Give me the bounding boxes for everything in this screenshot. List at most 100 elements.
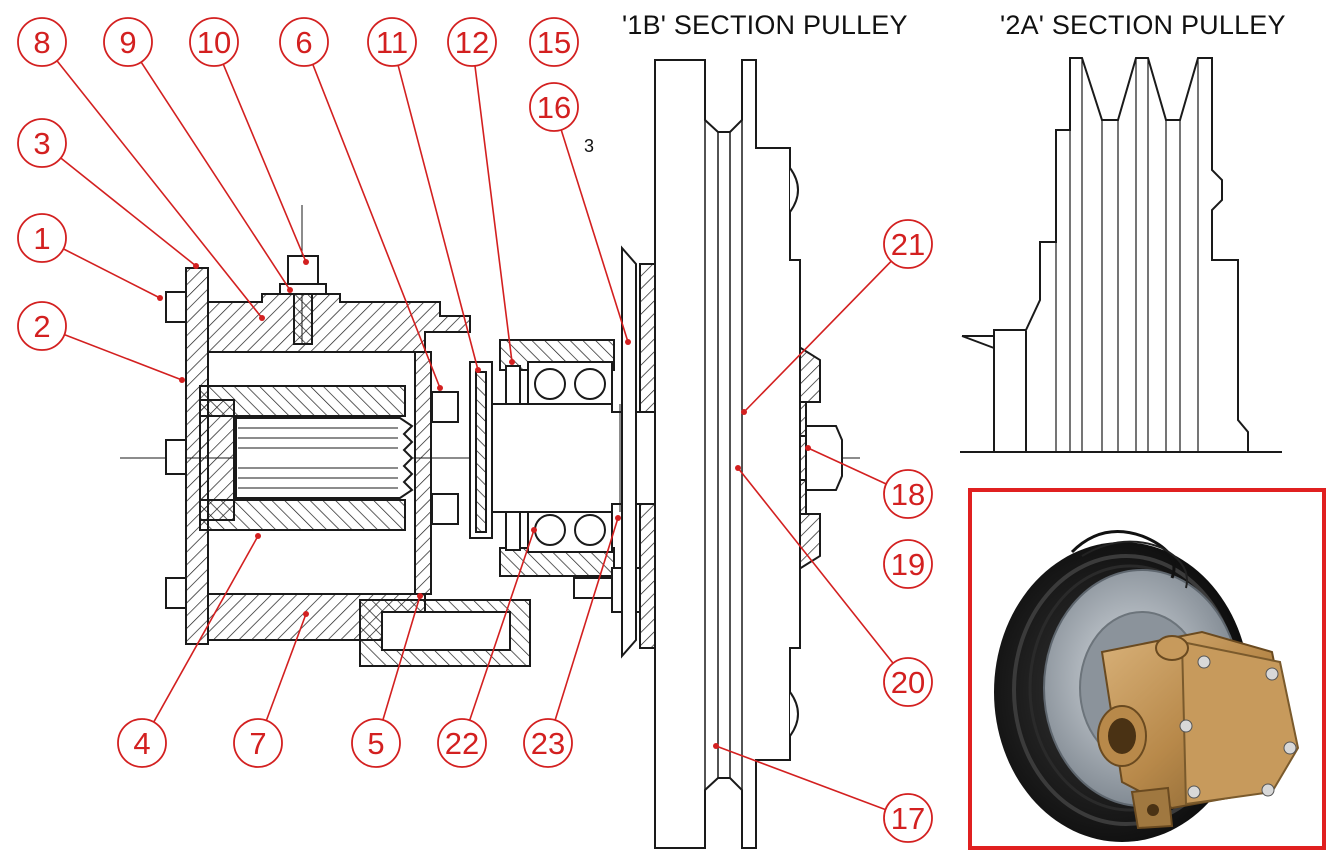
slinger-core — [475, 371, 487, 533]
callout-number-12: 12 — [455, 25, 489, 60]
callout-number-2: 2 — [33, 309, 50, 344]
callout-circle-6 — [279, 17, 329, 67]
callout-number-15: 15 — [537, 25, 571, 60]
callout-20: 20 — [883, 657, 933, 707]
callout-23: 23 — [523, 718, 573, 768]
leader-line-1 — [63, 248, 161, 299]
callout-number-11: 11 — [376, 25, 408, 60]
callout-circle-1 — [17, 213, 67, 263]
callout-number-20: 20 — [891, 665, 925, 700]
cam-screw-head — [287, 255, 319, 285]
leader-dot-4 — [255, 533, 261, 539]
product-photo-frame — [968, 488, 1326, 850]
callout-number-22: 22 — [445, 726, 479, 761]
callout-circle-18 — [883, 469, 933, 519]
leader-line-3 — [60, 157, 197, 267]
callout-circle-2 — [17, 301, 67, 351]
splined-shaft — [235, 417, 414, 499]
callout-16: 16 — [529, 82, 579, 132]
leader-line-10 — [222, 63, 307, 263]
callout-circle-15 — [529, 17, 579, 67]
leader-dot-18 — [805, 445, 811, 451]
callout-1: 1 — [17, 213, 67, 263]
bearing-ball-top-right — [574, 368, 606, 400]
callout-11: 11 — [367, 17, 417, 67]
callout-circle-7 — [233, 718, 283, 768]
leader-line-23 — [554, 517, 619, 721]
leader-dot-1 — [157, 295, 163, 301]
callout-circle-21 — [883, 219, 933, 269]
pulley-1b — [621, 59, 821, 849]
leader-line-20 — [737, 467, 894, 664]
leader-line-9 — [140, 61, 291, 291]
leader-line-18 — [807, 447, 887, 485]
seal-top — [431, 391, 459, 423]
callout-number-9: 9 — [119, 25, 136, 60]
leader-dot-11 — [475, 367, 481, 373]
heading-2a-section-pulley: '2A' SECTION PULLEY — [1000, 10, 1286, 40]
callout-19: 19 — [883, 539, 933, 589]
callout-circle-9 — [103, 17, 153, 67]
leader-lines — [56, 60, 894, 811]
pulley-1b-rim — [654, 59, 801, 849]
cover-bolt-top — [165, 291, 187, 323]
callout-number-10: 10 — [197, 25, 231, 60]
callout-number-3: 3 — [33, 126, 50, 161]
callout-circle-11 — [367, 17, 417, 67]
callout-2: 2 — [17, 301, 67, 351]
callout-circle-17 — [883, 793, 933, 843]
leader-dot-22 — [531, 527, 537, 533]
callout-circle-23 — [523, 718, 573, 768]
callout-number-17: 17 — [891, 801, 925, 836]
leader-dot-5 — [417, 593, 423, 599]
callout-15: 15 — [529, 17, 579, 67]
callout-number-23: 23 — [531, 726, 565, 761]
callout-7: 7 — [233, 718, 283, 768]
callout-3: 3 — [17, 118, 67, 168]
outlet-port — [381, 611, 511, 651]
bearing-ball-bottom-right — [574, 514, 606, 546]
product-photo — [994, 530, 1300, 842]
leader-dot-6 — [437, 385, 443, 391]
photo-pump-cover — [1180, 640, 1300, 806]
leader-line-8 — [56, 60, 263, 319]
leader-line-16 — [560, 129, 629, 343]
callout-number-7: 7 — [249, 726, 266, 761]
callout-circle-10 — [189, 17, 239, 67]
leader-line-12 — [474, 65, 513, 363]
callout-21: 21 — [883, 219, 933, 269]
leader-dot-10 — [303, 259, 309, 265]
impeller-hub-end — [199, 399, 235, 521]
bearing-ball-top-left — [534, 368, 566, 400]
callout-number-4: 4 — [133, 726, 150, 761]
leader-dot-23 — [615, 515, 621, 521]
callout-number-8: 8 — [33, 25, 50, 60]
callout-circle-20 — [883, 657, 933, 707]
cover-bolt-bottom — [165, 577, 187, 609]
circlip-bottom — [505, 509, 521, 551]
callout-circle-12 — [447, 17, 497, 67]
bearing-ball-bottom-left — [534, 514, 566, 546]
callout-6: 6 — [279, 17, 329, 67]
leader-dot-7 — [303, 611, 309, 617]
callout-circle-22 — [437, 718, 487, 768]
leader-dot-8 — [259, 315, 265, 321]
callout-circle-4 — [117, 718, 167, 768]
callout-number-5: 5 — [367, 726, 384, 761]
circlip-top — [505, 365, 521, 407]
callout-number-19: 19 — [891, 547, 925, 582]
leader-dot-17 — [713, 743, 719, 749]
callout-number-1: 1 — [33, 221, 50, 256]
housing-top-wall — [207, 293, 471, 353]
heading-1b-section-pulley: '1B' SECTION PULLEY — [622, 10, 908, 40]
flange-bolt — [573, 577, 613, 599]
leader-dot-20 — [735, 465, 741, 471]
leader-line-6 — [312, 64, 441, 389]
callout-10: 10 — [189, 17, 239, 67]
leader-line-2 — [64, 333, 183, 381]
leader-dot-12 — [509, 359, 515, 365]
cam-screw-shank — [293, 293, 313, 345]
leader-dot-21 — [741, 409, 747, 415]
